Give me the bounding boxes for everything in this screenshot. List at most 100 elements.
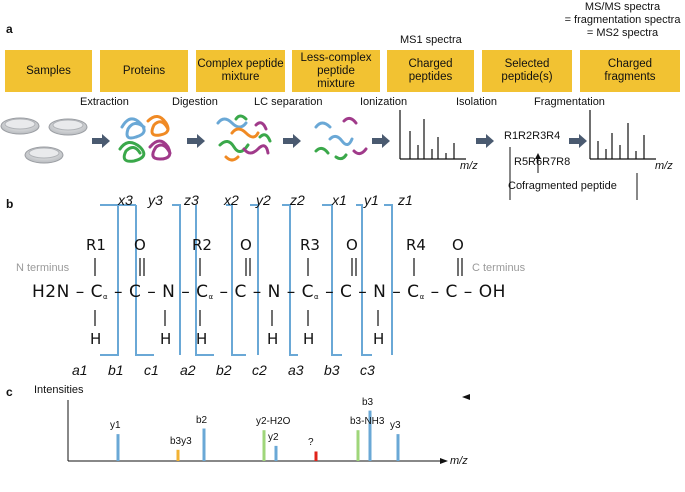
msms-note-line1: MS/MS spectra [584, 1, 661, 13]
step-isolation: Isolation [456, 96, 497, 108]
ms2-mz-label: m/z [655, 160, 673, 172]
mz-axis-label: m/z [450, 455, 468, 467]
peak-label: ? [308, 437, 314, 449]
peak-label: y1 [110, 420, 121, 432]
stage-box-proteins: Proteins [100, 50, 188, 92]
step-fragmentation: Fragmentation [534, 96, 605, 108]
petri-dish-icon [0, 117, 40, 135]
peak-label: b3-NH3 [350, 416, 385, 428]
n-terminal-group: H2N [32, 282, 70, 302]
arrowhead-icon [462, 394, 470, 400]
side-chain-2: R2 [192, 236, 212, 254]
spectrum-peak [314, 451, 318, 461]
cofragmented-sequence-text: R5R6R7R8 [514, 156, 571, 168]
stage-label: Charged [408, 58, 453, 70]
n-terminus-label: N terminus [16, 262, 70, 274]
spectrum-peak [116, 434, 120, 461]
carbonyl-oxygen: O [240, 236, 252, 254]
cofragment-arrow-icon [535, 153, 541, 173]
step-lc-separation: LC separation [254, 96, 323, 108]
connector-lines [509, 147, 638, 200]
c-terminal-group: OH [478, 282, 506, 302]
ms1-spectrum-icon [399, 110, 466, 160]
ion-label-x2: x2 [224, 192, 239, 208]
ion-label-a2: a2 [180, 362, 196, 378]
workflow-graphics [0, 110, 656, 200]
peak-label: b3 [362, 396, 374, 408]
spectrum-peak [262, 430, 266, 461]
peak-label: y2-H2O [256, 416, 291, 428]
stage-label: Samples [26, 64, 71, 77]
msms-note-line2: = fragmentation spectra [564, 14, 681, 26]
ion-label-c2: c2 [252, 362, 267, 378]
ion-label-b1: b1 [108, 362, 124, 378]
alpha-hydrogen: H [196, 330, 208, 348]
panel-label-b: b [6, 197, 14, 211]
spectrum-peak [356, 430, 360, 461]
bond-lines [94, 258, 463, 326]
ion-label-a3: a3 [288, 362, 304, 378]
stage-label: fragments [604, 71, 656, 83]
stage-label: Charged [607, 58, 653, 70]
msms-note-line3: = MS2 spectra [586, 27, 659, 39]
side-chain-4: R4 [406, 236, 426, 254]
fragment-spectrum [67, 400, 448, 464]
spectrum-peak [176, 449, 180, 461]
peak-label: b2 [196, 414, 208, 426]
selected-peptide-sequence: R1R2R3R4 [504, 130, 560, 142]
amide-hydrogen: H [160, 330, 172, 348]
side-chain-3: R3 [300, 236, 320, 254]
stage-label: mixture [221, 71, 260, 83]
petri-dish-icon [48, 118, 88, 136]
ms1-mz-label: m/z [460, 160, 478, 172]
selected-peptide-text: R1R2R3R4 [504, 130, 561, 142]
spectrum-peak [274, 445, 278, 461]
ion-label-a1: a1 [72, 362, 88, 378]
c-terminus-label: C terminus [472, 262, 526, 274]
stage-label: Selected [504, 58, 550, 70]
step-digestion: Digestion [172, 96, 218, 108]
carbonyl-oxygen: O [134, 236, 146, 254]
ion-label-x1: x1 [332, 192, 347, 208]
ion-label-x3: x3 [118, 192, 133, 208]
stage-label: peptides [408, 71, 453, 83]
cofragmented-sequence: R5R6R7R8 [514, 156, 570, 168]
side-chain-1: R1 [86, 236, 106, 254]
stage-label: peptide(s) [501, 71, 553, 83]
step-ionization: Ionization [360, 96, 408, 108]
spectrum-peak [368, 410, 372, 461]
spectrum-peak [396, 434, 400, 461]
msms-note: MS/MS spectra = fragmentation spectra = … [560, 1, 685, 40]
ion-label-y3: y3 [148, 192, 163, 208]
panel-label-a: a [6, 22, 13, 36]
axis-arrow-icon [440, 458, 448, 464]
ion-label-y1: y1 [364, 192, 379, 208]
intensity-axis-label: Intensities [34, 384, 84, 396]
flow-arrow-icon [92, 134, 587, 148]
alpha-hydrogen: H [303, 330, 315, 348]
ion-label-y2: y2 [256, 192, 271, 208]
less-complex-mixture-icon [314, 116, 368, 161]
stage-label: Less-complex [300, 51, 372, 64]
protein-tangle-icon [118, 115, 172, 163]
petri-dish-icon [24, 146, 64, 164]
stage-box-samples: Samples [5, 50, 92, 92]
stage-label: peptide [317, 64, 355, 77]
cofragmented-label: Cofragmented peptide [508, 180, 617, 192]
panel-label-c: c [6, 385, 13, 399]
carbonyl-oxygen: O [346, 236, 358, 254]
stage-label: Complex peptide [197, 58, 284, 70]
peak-label: b3y3 [170, 435, 192, 447]
connector-graphics-lower [462, 394, 470, 400]
amide-hydrogen: H [373, 330, 385, 348]
peak-label: y2 [268, 431, 279, 443]
peptide-mixture-icon [216, 114, 272, 162]
spectrum-peak [202, 428, 206, 461]
step-extraction: Extraction [80, 96, 129, 108]
peptide-structure-brackets [100, 204, 393, 356]
alpha-hydrogen: H [90, 330, 102, 348]
